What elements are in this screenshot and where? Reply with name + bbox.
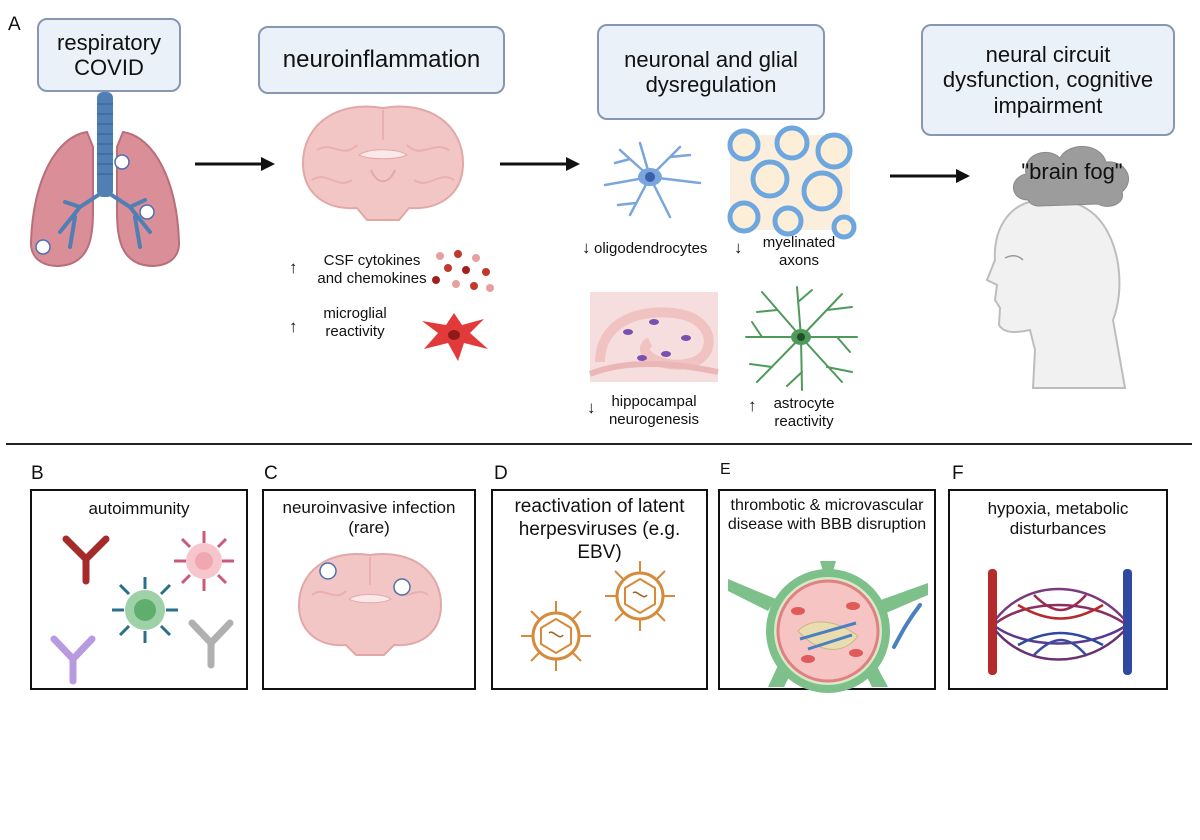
label-csf-cytokines: CSF cytokines and chemokines [317,252,427,287]
stage-neuroinflammation: neuroinflammation [258,26,505,94]
antibody-gray-icon [188,619,234,669]
herpesvirus-1-icon [605,561,675,631]
panel-b-frame: autoimmunity [30,489,248,690]
astrocyte-icon [745,286,858,391]
panel-letter-d: D [494,463,508,484]
stage-circuit-dysfunction-label: neural circuit dysfunction, cognitive im… [942,42,1154,118]
up-arrow-astro: ↑ [748,396,757,415]
label-astrocyte-reactivity: astrocyte reactivity [773,395,835,430]
panel-c-frame: neuroinvasive infection (rare) [262,489,476,690]
myelinated-axons-icon [727,125,857,240]
lungs-icon [29,92,181,267]
stage-respiratory-covid: respiratory COVID [37,18,181,92]
panel-f-title: hypoxia, metabolic disturbances [987,499,1129,539]
arrow-1-icon [195,157,275,171]
blood-vessel-icon [728,561,928,693]
stage-neuronal-glial: neuronal and glial dysregulation [597,24,825,120]
herpesvirus-2-icon [521,601,591,671]
brain-fog-label: "brain fog" [1021,159,1123,184]
stage-circuit-dysfunction: neural circuit dysfunction, cognitive im… [921,24,1175,136]
hippocampus-icon [588,292,719,382]
stage-neuroinflammation-label: neuroinflammation [282,46,481,74]
microglia-icon [422,313,488,361]
panel-e-frame: thrombotic & microvascular disease with … [718,489,936,693]
antibody-red-icon [62,535,110,585]
panel-b-title: autoimmunity [88,499,190,518]
panel-d-frame: reactivation of latent herpesviruses (e.… [491,489,708,690]
label-hippocampal-neurogenesis: hippocampal neurogenesis [608,393,700,428]
down-arrow-oligo: ↓ [582,238,591,257]
cloud-icon [1013,145,1129,207]
label-microglial-reactivity: microglial reactivity [323,305,387,340]
oligodendrocyte-icon [603,141,702,219]
label-myelinated-axons: myelinated axons [762,234,836,269]
section-divider [6,443,1192,445]
up-arrow-microglial: ↑ [289,317,298,336]
cytokine-dots-icon [432,250,494,292]
antibody-purple-icon [50,635,96,685]
down-arrow-myelin: ↓ [734,238,743,257]
fibrin-strand-icon [892,603,922,649]
panel-e-title: thrombotic & microvascular disease with … [727,497,927,534]
panel-c-title: neuroinvasive infection (rare) [282,498,456,538]
capillary-bed-icon [988,569,1132,675]
arrow-3-icon [890,169,970,183]
panel-d-title: reactivation of latent herpesviruses (e.… [514,496,685,563]
panel-letter-a: A [8,14,21,35]
panel-f-frame: hypoxia, metabolic disturbances [948,489,1168,690]
cell-green-icon [112,577,178,643]
panel-letter-b: B [31,463,44,484]
panel-letter-f: F [952,463,964,484]
brain-section-icon [301,105,465,221]
head-profile-icon [985,198,1127,389]
down-arrow-hippo: ↓ [587,398,596,417]
arrow-2-icon [500,157,580,171]
label-oligodendrocytes: oligodendrocytes [594,240,708,257]
cell-pink-icon [174,531,234,591]
brain-infected-icon [297,553,443,656]
panel-letter-e: E [720,461,731,478]
up-arrow-csf: ↑ [289,258,298,277]
stage-neuronal-glial-label: neuronal and glial dysregulation [624,46,798,97]
stage-respiratory-covid-label: respiratory COVID [57,29,161,80]
panel-letter-c: C [264,463,278,484]
